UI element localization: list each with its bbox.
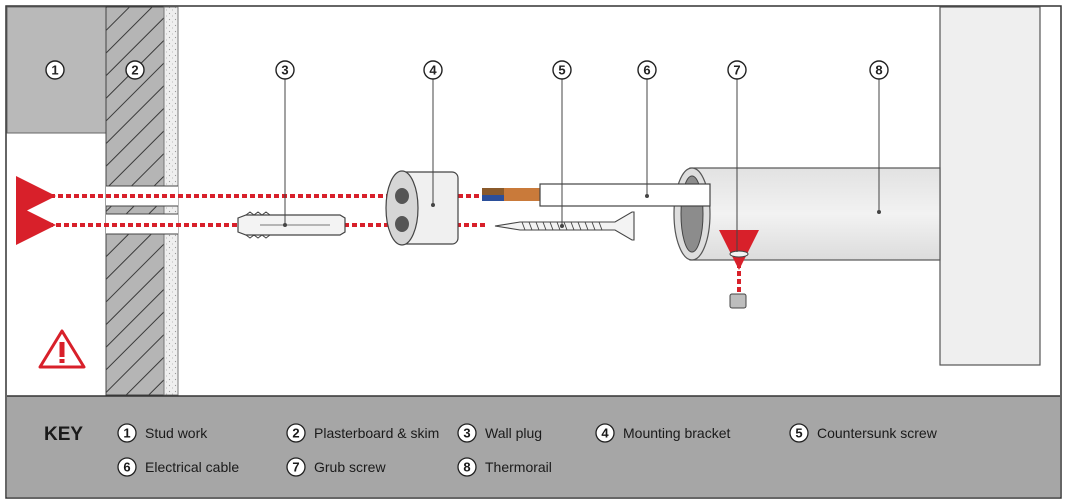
key-item-7: 7 Grub screw	[286, 457, 386, 477]
key-item-5-number: 5	[795, 426, 802, 441]
callout-dots	[283, 194, 881, 228]
callout-3: 3	[275, 60, 295, 80]
callout-6-number: 6	[643, 63, 650, 78]
key-item-3: 3 Wall plug	[457, 423, 542, 443]
key-item-2: 2 Plasterboard & skim	[286, 423, 439, 443]
callout-8: 8	[869, 60, 889, 80]
callout-5: 5	[552, 60, 572, 80]
key-item-1-number: 1	[123, 426, 130, 441]
callout-2-number: 2	[131, 63, 138, 78]
key-item-5-label: Countersunk screw	[817, 425, 938, 441]
key-item-8-number: 8	[463, 460, 470, 475]
countersunk-screw	[494, 211, 635, 241]
key-item-7-number: 7	[292, 460, 299, 475]
mounting-bracket	[385, 170, 459, 246]
key-item-4: 4 Mounting bracket	[595, 423, 731, 443]
callout-leaders	[284, 79, 880, 252]
key-item-1-label: Stud work	[145, 425, 208, 441]
key-item-4-number: 4	[601, 426, 609, 441]
callout-2: 2	[125, 60, 145, 80]
key-title: KEY	[44, 424, 83, 445]
callout-1-number: 1	[51, 63, 58, 78]
callout-5-number: 5	[558, 63, 565, 78]
key-item-6-label: Electrical cable	[145, 459, 239, 475]
key-item-6: 6 Electrical cable	[117, 457, 239, 477]
callout-4: 4	[423, 60, 443, 80]
key-item-8: 8 Thermorail	[457, 457, 552, 477]
key-item-2-number: 2	[292, 426, 299, 441]
callout-3-number: 3	[281, 63, 288, 78]
key-item-3-number: 3	[463, 426, 470, 441]
warning-triangle-icon	[38, 329, 86, 369]
key-item-4-label: Mounting bracket	[623, 425, 731, 441]
callout-6: 6	[637, 60, 657, 80]
electrical-cable	[482, 183, 711, 207]
key-panel: KEY 1 Stud work 2 Plasterboard & skim 3 …	[7, 395, 1060, 497]
callout-7: 7	[727, 60, 747, 80]
wall-plug	[237, 211, 346, 239]
callout-4-number: 4	[429, 63, 437, 78]
callout-1: 1	[45, 60, 65, 80]
key-item-5: 5 Countersunk screw	[789, 423, 938, 443]
thermorail-upright	[939, 6, 1041, 366]
callout-7-number: 7	[733, 63, 740, 78]
key-item-8-label: Thermorail	[485, 459, 552, 475]
key-item-3-label: Wall plug	[485, 425, 542, 441]
key-item-1: 1 Stud work	[117, 423, 208, 443]
key-item-2-label: Plasterboard & skim	[314, 425, 439, 441]
grub-screw	[729, 250, 749, 309]
thermorail-tube	[673, 167, 941, 261]
plasterboard-wall	[105, 6, 179, 396]
callout-8-number: 8	[875, 63, 882, 78]
key-item-6-number: 6	[123, 460, 130, 475]
key-item-7-label: Grub screw	[314, 459, 386, 475]
